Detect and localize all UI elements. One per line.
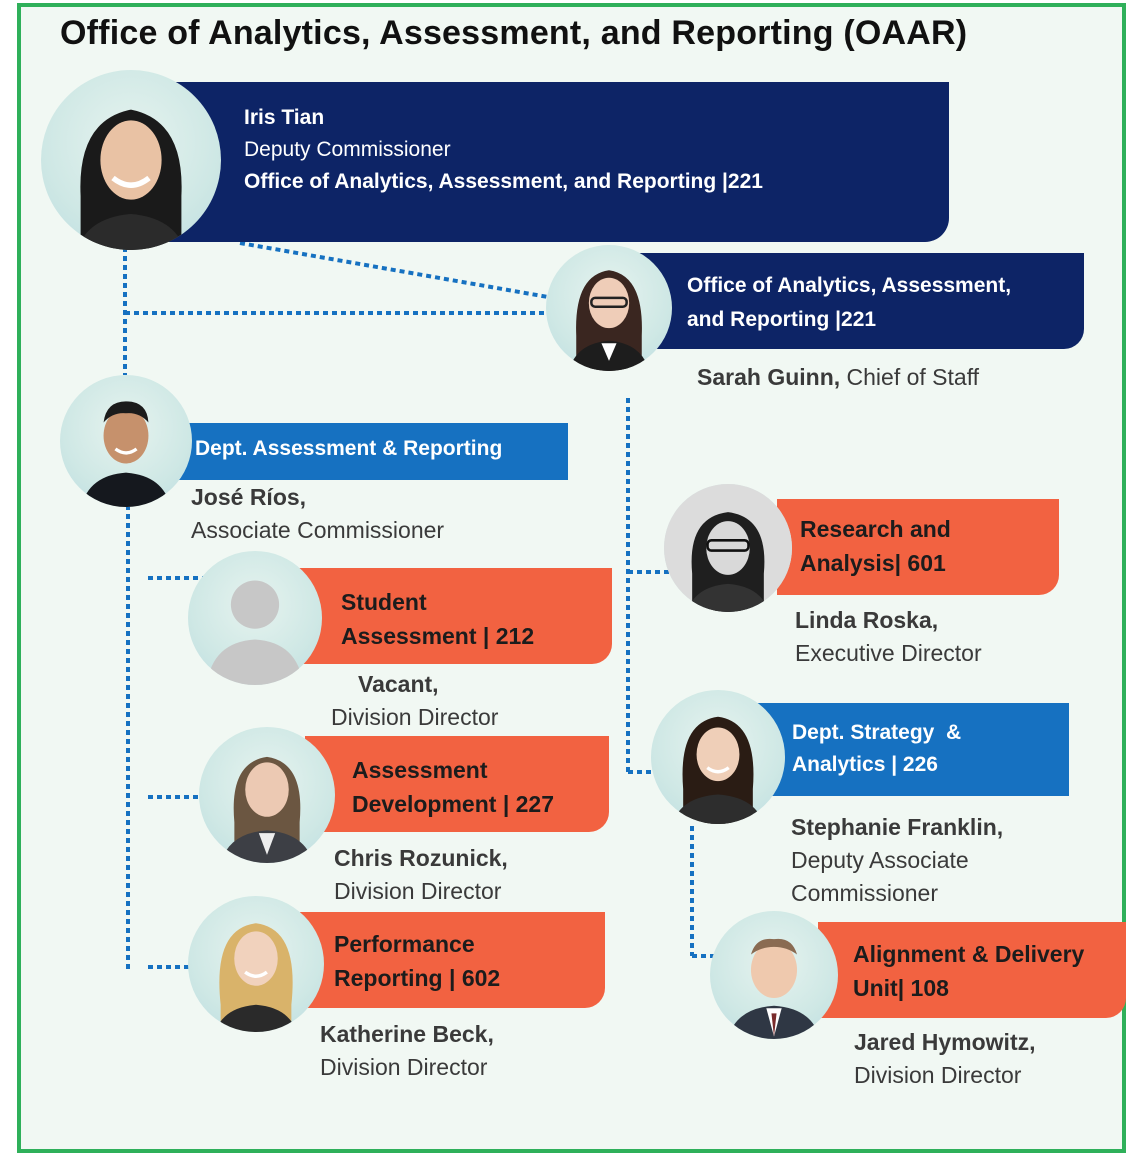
- chief-name: Sarah Guinn,: [697, 364, 841, 390]
- chief-unit-line2: and Reporting |221: [687, 308, 877, 331]
- chief-banner: Office of Analytics, Assessment, and Rep…: [610, 253, 1084, 349]
- performance-avatar: [188, 896, 324, 1032]
- strategy-unit-line1: Dept. Strategy &: [792, 721, 962, 744]
- strategy-name: Stephanie Franklin,: [791, 814, 1004, 840]
- chief-unit-line1: Office of Analytics, Assessment,: [687, 274, 1012, 297]
- deputy-name: Iris Tian: [244, 106, 325, 129]
- strategy-banner: Dept. Strategy & Analytics | 226: [740, 703, 1069, 796]
- student-caption: Vacant, Division Director: [331, 668, 498, 734]
- assoc-caption: José Ríos, Associate Commissioner: [191, 481, 444, 547]
- alignment-avatar: [710, 911, 838, 1039]
- chief-title: Chief of Staff: [840, 364, 980, 390]
- deputy-office: Office of Analytics, Assessment, and Rep…: [244, 170, 763, 193]
- alignment-name: Jared Hymowitz,: [854, 1029, 1036, 1055]
- assoc-banner: Dept. Assessment & Reporting: [140, 423, 568, 480]
- alignment-title: Division Director: [854, 1062, 1022, 1088]
- student-name: Vacant,: [358, 671, 439, 697]
- alignment-unit-line2: Unit| 108: [853, 975, 949, 1001]
- page-title: Office of Analytics, Assessment, and Rep…: [60, 14, 968, 52]
- performance-name: Katherine Beck,: [320, 1021, 494, 1047]
- development-title: Division Director: [334, 878, 502, 904]
- research-name: Linda Roska,: [795, 607, 939, 633]
- development-avatar: [199, 727, 335, 863]
- assoc-unit: Dept. Assessment & Reporting: [195, 437, 503, 460]
- research-banner: Research and Analysis| 601: [777, 499, 1059, 595]
- assoc-name: José Ríos,: [191, 484, 307, 510]
- development-banner: Assessment Development | 227: [305, 736, 609, 832]
- strategy-unit-line2: Analytics | 226: [792, 753, 938, 776]
- chief-avatar: [546, 245, 672, 371]
- strategy-title-line1: Deputy Associate: [791, 847, 969, 873]
- deputy-title: Deputy Commissioner: [244, 138, 451, 161]
- alignment-banner: Alignment & Delivery Unit| 108: [818, 922, 1126, 1018]
- development-caption: Chris Rozunick, Division Director: [334, 842, 508, 908]
- student-title: Division Director: [331, 704, 499, 730]
- research-caption: Linda Roska, Executive Director: [795, 604, 982, 670]
- alignment-unit-line1: Alignment & Delivery: [853, 941, 1085, 967]
- development-unit-line2: Development | 227: [352, 791, 555, 817]
- connector-deputy-chief-diagonal: [239, 241, 549, 299]
- student-avatar: [188, 551, 322, 685]
- student-unit-line2: Assessment | 212: [341, 623, 535, 649]
- deputy-banner: Iris Tian Deputy Commissioner Office of …: [158, 82, 949, 242]
- student-unit-line1: Student: [341, 589, 427, 615]
- alignment-caption: Jared Hymowitz, Division Director: [854, 1026, 1036, 1092]
- strategy-caption: Stephanie Franklin, Deputy Associate Com…: [791, 811, 1003, 910]
- research-unit-line2: Analysis| 601: [800, 550, 946, 576]
- development-name: Chris Rozunick,: [334, 845, 508, 871]
- student-banner: Student Assessment | 212: [288, 568, 612, 664]
- chief-caption: Sarah Guinn, Chief of Staff: [697, 361, 979, 394]
- performance-banner: Performance Reporting | 602: [300, 912, 605, 1008]
- performance-unit-line1: Performance: [334, 931, 475, 957]
- research-unit-line1: Research and: [800, 516, 951, 542]
- deputy-avatar: [41, 70, 221, 250]
- performance-unit-line2: Reporting | 602: [334, 965, 501, 991]
- performance-title: Division Director: [320, 1054, 488, 1080]
- strategy-avatar: [651, 690, 785, 824]
- development-unit-line1: Assessment: [352, 757, 488, 783]
- performance-caption: Katherine Beck, Division Director: [320, 1018, 494, 1084]
- research-avatar: [664, 484, 792, 612]
- assoc-title: Associate Commissioner: [191, 517, 445, 543]
- strategy-title-line2: Commissioner: [791, 880, 938, 906]
- assoc-avatar: [60, 375, 192, 507]
- research-title: Executive Director: [795, 640, 982, 666]
